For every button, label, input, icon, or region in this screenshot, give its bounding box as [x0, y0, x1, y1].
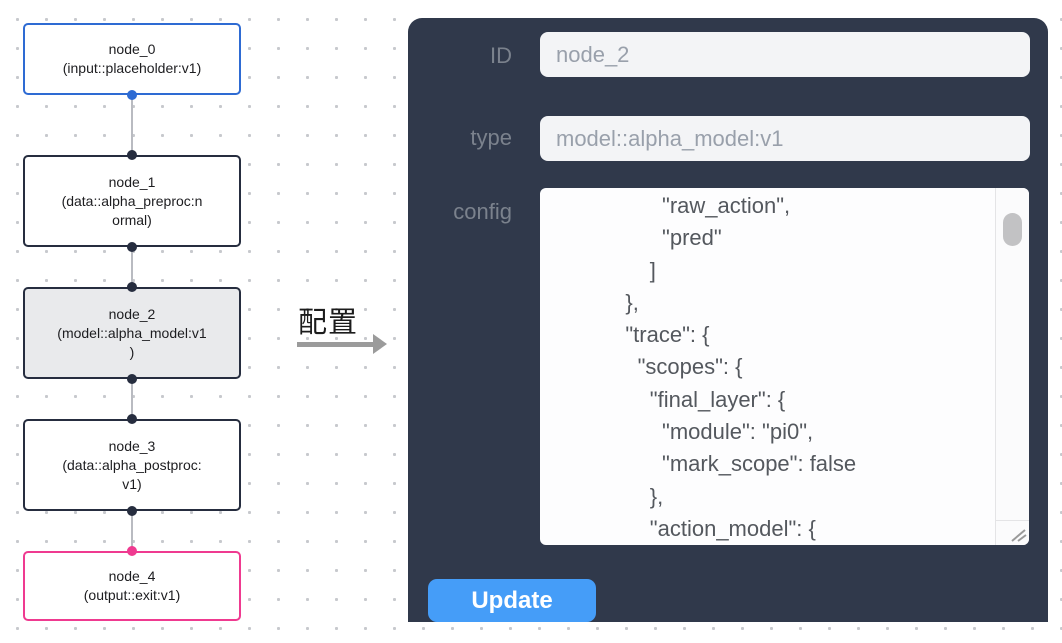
config-panel: ID type config "raw_action", "pred" ] },…	[408, 18, 1048, 622]
port-dot-node_1-out[interactable]	[127, 242, 137, 252]
port-dot-node_1-in[interactable]	[127, 150, 137, 160]
flow-node-node_1[interactable]: node_1 (data::alpha_preproc:n ormal)	[23, 155, 241, 247]
edge-line	[131, 95, 133, 155]
update-button[interactable]: Update	[428, 579, 596, 622]
port-dot-node_2-in[interactable]	[127, 282, 137, 292]
port-dot-node_0-out[interactable]	[127, 90, 137, 100]
edge-line	[131, 247, 133, 287]
port-dot-node_4-in[interactable]	[127, 546, 137, 556]
port-dot-node_3-out[interactable]	[127, 506, 137, 516]
port-dot-node_2-out[interactable]	[127, 374, 137, 384]
configure-label: 配置	[298, 307, 359, 339]
arrow-right-icon	[297, 342, 374, 347]
flow-node-node_3[interactable]: node_3 (data::alpha_postproc: v1)	[23, 419, 241, 511]
id-input[interactable]	[540, 32, 1030, 77]
config-field-label: config	[453, 199, 512, 224]
edge-line	[131, 379, 133, 419]
type-field-label: type	[470, 125, 512, 150]
type-input[interactable]	[540, 116, 1030, 161]
config-scrollbar[interactable]	[995, 188, 1029, 520]
flow-node-node_2-selected[interactable]: node_2 (model::alpha_model:v1 )	[23, 287, 241, 379]
config-scrollbar-corner	[995, 520, 1029, 545]
edge-line	[131, 511, 133, 551]
arrow-right-icon	[373, 334, 387, 354]
resize-handle-icon[interactable]	[1009, 526, 1027, 542]
flow-node-node_4[interactable]: node_4 (output::exit:v1)	[23, 551, 241, 621]
id-field-label: ID	[490, 43, 512, 68]
flow-node-node_0[interactable]: node_0 (input::placeholder:v1)	[23, 23, 241, 95]
port-dot-node_3-in[interactable]	[127, 414, 137, 424]
config-json-text[interactable]: "raw_action", "pred" ] }, "trace": { "sc…	[625, 193, 857, 541]
config-scrollbar-thumb[interactable]	[1003, 213, 1022, 246]
config-textarea[interactable]: "raw_action", "pred" ] }, "trace": { "sc…	[540, 188, 1029, 545]
